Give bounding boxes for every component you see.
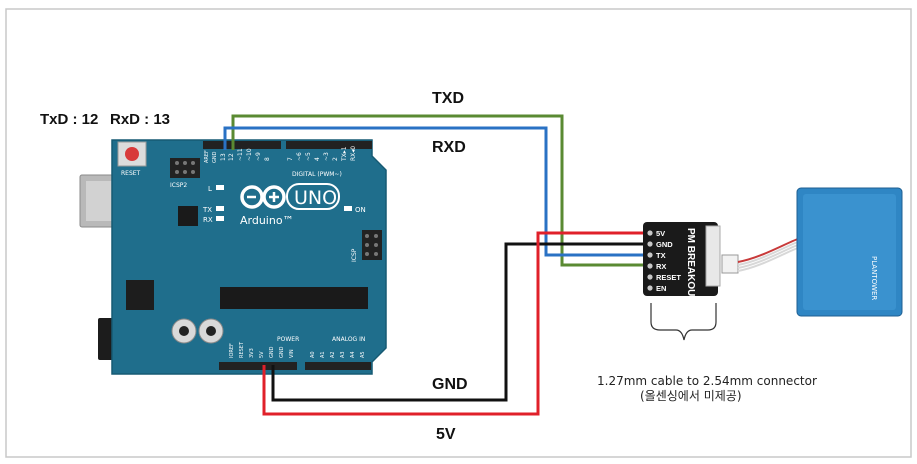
icsp-label: ICSP (351, 248, 358, 262)
gnd-wire (271, 242, 643, 402)
rxd-wire (223, 126, 643, 257)
svg-text:8: 8 (264, 157, 271, 161)
breakout-pin-label: TX (656, 251, 666, 260)
reset-label: RESET (121, 170, 141, 177)
led-rx-label: RX (203, 216, 213, 224)
reset-button-cap (125, 147, 139, 161)
breakout-pin-hole (647, 285, 653, 291)
power-header (219, 362, 297, 370)
gnd-wire-label: GND (432, 376, 468, 393)
power-pin-label: RESET (239, 341, 245, 358)
5v-wire (262, 231, 643, 416)
power-pin-label: GND (279, 346, 285, 358)
power-pin-label: 3V3 (249, 348, 255, 358)
atmega-chip (220, 287, 368, 309)
sensor-cable (721, 237, 801, 274)
rxd-pin-note: RxD : 13 (110, 111, 170, 128)
svg-text:RX◂0: RX◂0 (350, 146, 357, 161)
arduino-logo-icon (240, 185, 286, 209)
svg-text:2: 2 (332, 157, 339, 161)
breakout-pins: 5V GND TX RX RESET EN (647, 229, 681, 293)
arduino-uno-board: RESET ICSP2 L TX RX ON UNO Arduino™ (79, 139, 387, 375)
led-l (216, 185, 224, 190)
led-l-label: L (208, 185, 212, 193)
breakout-pin-label: GND (656, 240, 673, 249)
svg-text:4: 4 (314, 157, 321, 161)
analog-pin-label: A2 (330, 351, 336, 358)
led-on-label: ON (355, 206, 366, 214)
arduino-logo-text: Arduino™ (240, 214, 294, 227)
power-pin-label: VIN (289, 349, 295, 358)
digital-label: DIGITAL (PWM~) (292, 171, 342, 178)
led-rx (216, 216, 224, 221)
breakout-pin-label: RX (656, 262, 666, 271)
icsp2-label: ICSP2 (170, 182, 187, 189)
svg-text:~6: ~6 (296, 152, 303, 161)
plantower-sensor: PLANTOWER (796, 187, 903, 317)
rxd-wire-label: RXD (432, 139, 466, 156)
led-tx-label: TX (202, 206, 212, 214)
5v-wire-label: 5V (436, 426, 456, 443)
svg-text:~10: ~10 (246, 148, 253, 161)
breakout-pin-label: EN (656, 284, 666, 293)
power-label: POWER (277, 336, 299, 343)
txd-wire-label: TXD (432, 90, 464, 107)
analog-pin-label: A1 (320, 351, 326, 358)
sensor-brand: PLANTOWER (870, 256, 878, 300)
power-pin-labels: IOREF RESET 3V3 5V GND GND VIN (229, 341, 295, 358)
breakout-pcb (643, 222, 718, 296)
power-pin-label: IOREF (229, 343, 235, 358)
led-tx (216, 206, 224, 211)
breakout-pin-label: 5V (656, 229, 665, 238)
svg-text:~3: ~3 (323, 152, 330, 161)
analog-pin-label: A0 (310, 351, 316, 358)
breakout-pin-hole (647, 274, 653, 280)
breakout-pin-hole (647, 263, 653, 269)
digital-header (203, 141, 372, 149)
svg-text:~5: ~5 (305, 152, 312, 161)
cable-brace (650, 303, 717, 341)
svg-text:~9: ~9 (255, 152, 262, 161)
breakout-pin-hole (647, 241, 653, 247)
usb-chip (178, 206, 198, 226)
breakout-pin-hole (647, 252, 653, 258)
digital-pin-numbers: ~11 ~10 ~9 8 7 ~6 ~5 4 ~3 2 TX▸1 RX◂0 (237, 146, 357, 162)
icsp2-header (170, 158, 200, 178)
icsp-header (362, 230, 382, 260)
aref-label: AREF (204, 150, 210, 163)
svg-text:TX▸1: TX▸1 (341, 146, 348, 162)
breakout-pin-label: RESET (656, 273, 681, 282)
power-pin-label: 5V (259, 351, 265, 358)
d13-label: 13 (220, 153, 227, 161)
analog-in-label: ANALOG IN (332, 336, 365, 343)
analog-pin-label: A4 (350, 351, 356, 358)
uno-model: UNO (294, 187, 337, 209)
pm-breakout-board: 5V GND TX RX RESET EN PM BREAKOUT (643, 222, 721, 302)
breakout-connector (705, 225, 721, 287)
uno-badge (286, 183, 340, 210)
gnd-top-label: GND (212, 151, 218, 163)
sensor-face (803, 194, 896, 310)
txd-pin-note: TxD : 12 (40, 111, 98, 128)
d12-label: 12 (228, 153, 235, 161)
analog-pin-labels: A0 A1 A2 A3 A4 A5 (310, 351, 366, 358)
svg-text:~11: ~11 (237, 148, 244, 161)
breakout-pin-hole (647, 230, 653, 236)
svg-text:7: 7 (287, 157, 294, 161)
analog-pin-label: A5 (360, 351, 366, 358)
breakout-title: PM BREAKOUT (685, 228, 696, 302)
analog-pin-label: A3 (340, 351, 346, 358)
led-on (344, 206, 352, 211)
voltage-regulator (126, 280, 154, 310)
analog-header (305, 362, 371, 370)
cable-note-line1: 1.27mm cable to 2.54mm connector (597, 374, 817, 388)
power-pin-label: GND (269, 346, 275, 358)
cable-note-line2: (올센싱에서 미제공) (640, 389, 742, 403)
